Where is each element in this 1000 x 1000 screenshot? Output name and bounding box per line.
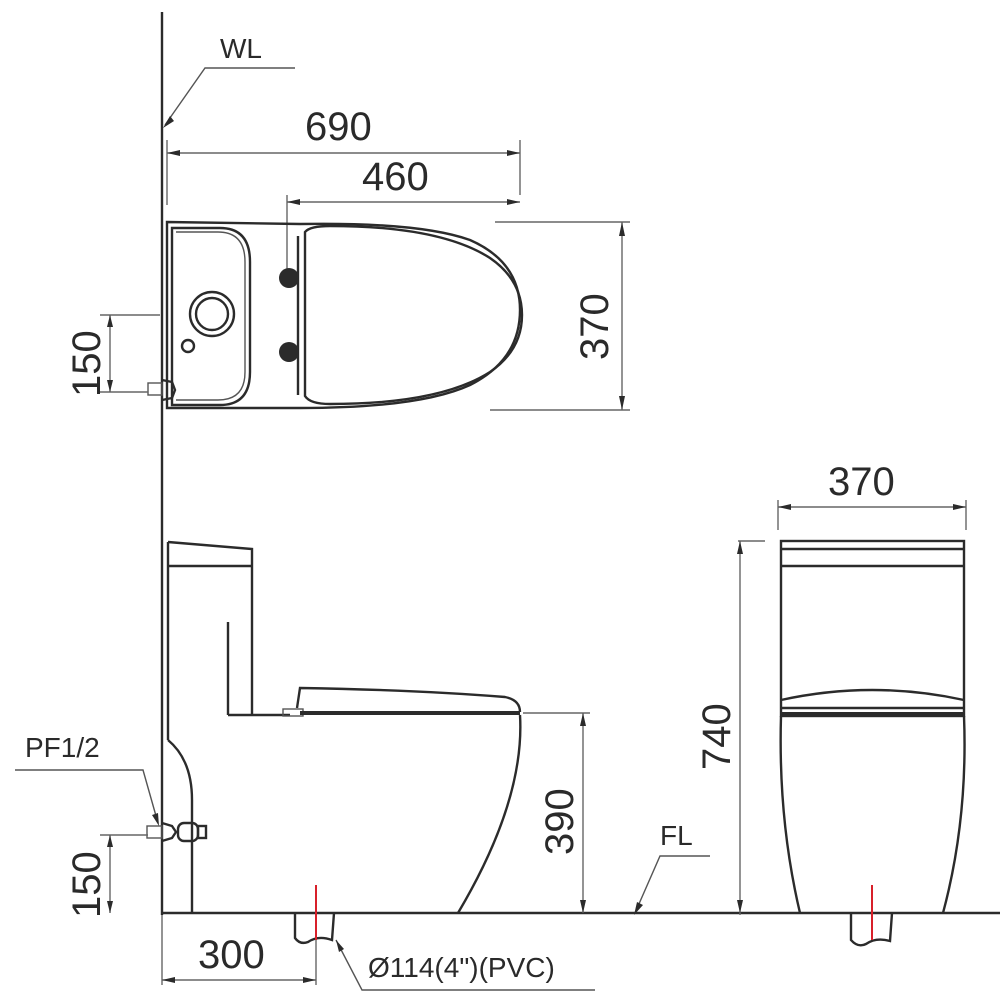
- tank-side: [167, 540, 254, 715]
- seat-lid-side: [295, 686, 522, 713]
- bowl-front: [779, 715, 802, 914]
- pf-label: PF1/2: [25, 732, 100, 763]
- toilet-top-outline: [165, 220, 522, 410]
- dim-740: 740: [695, 703, 739, 770]
- front-view: 370 740: [695, 460, 967, 947]
- dim-150-top: 150: [65, 330, 109, 397]
- drain-label: Ø114(4")(PVC): [368, 952, 555, 983]
- dim-690: 690: [305, 105, 372, 149]
- hinge-icon: [279, 268, 299, 288]
- seat-lid-top: [303, 224, 524, 406]
- side-view: PF1/2 150 390 300 Ø114(4")(PVC) FL: [15, 540, 710, 991]
- top-view: 690 460 370: [65, 105, 630, 411]
- hinge-icon: [279, 342, 299, 362]
- bowl-side: [456, 714, 522, 914]
- wall-line-label: WL: [163, 33, 295, 128]
- wl-text: WL: [220, 33, 262, 64]
- dim-370-top: 370: [573, 293, 617, 360]
- supply-valve-icon: [146, 821, 208, 843]
- flush-button-icon: [188, 290, 236, 338]
- dim-300: 300: [198, 933, 265, 977]
- dim-460: 460: [362, 155, 429, 199]
- dim-390: 390: [538, 788, 582, 855]
- fl-label: FL: [660, 820, 693, 851]
- dim-150-side: 150: [65, 851, 109, 918]
- drain-pipe-icon: [293, 912, 336, 945]
- tank-top: [170, 226, 252, 407]
- dim-370-front: 370: [828, 460, 895, 504]
